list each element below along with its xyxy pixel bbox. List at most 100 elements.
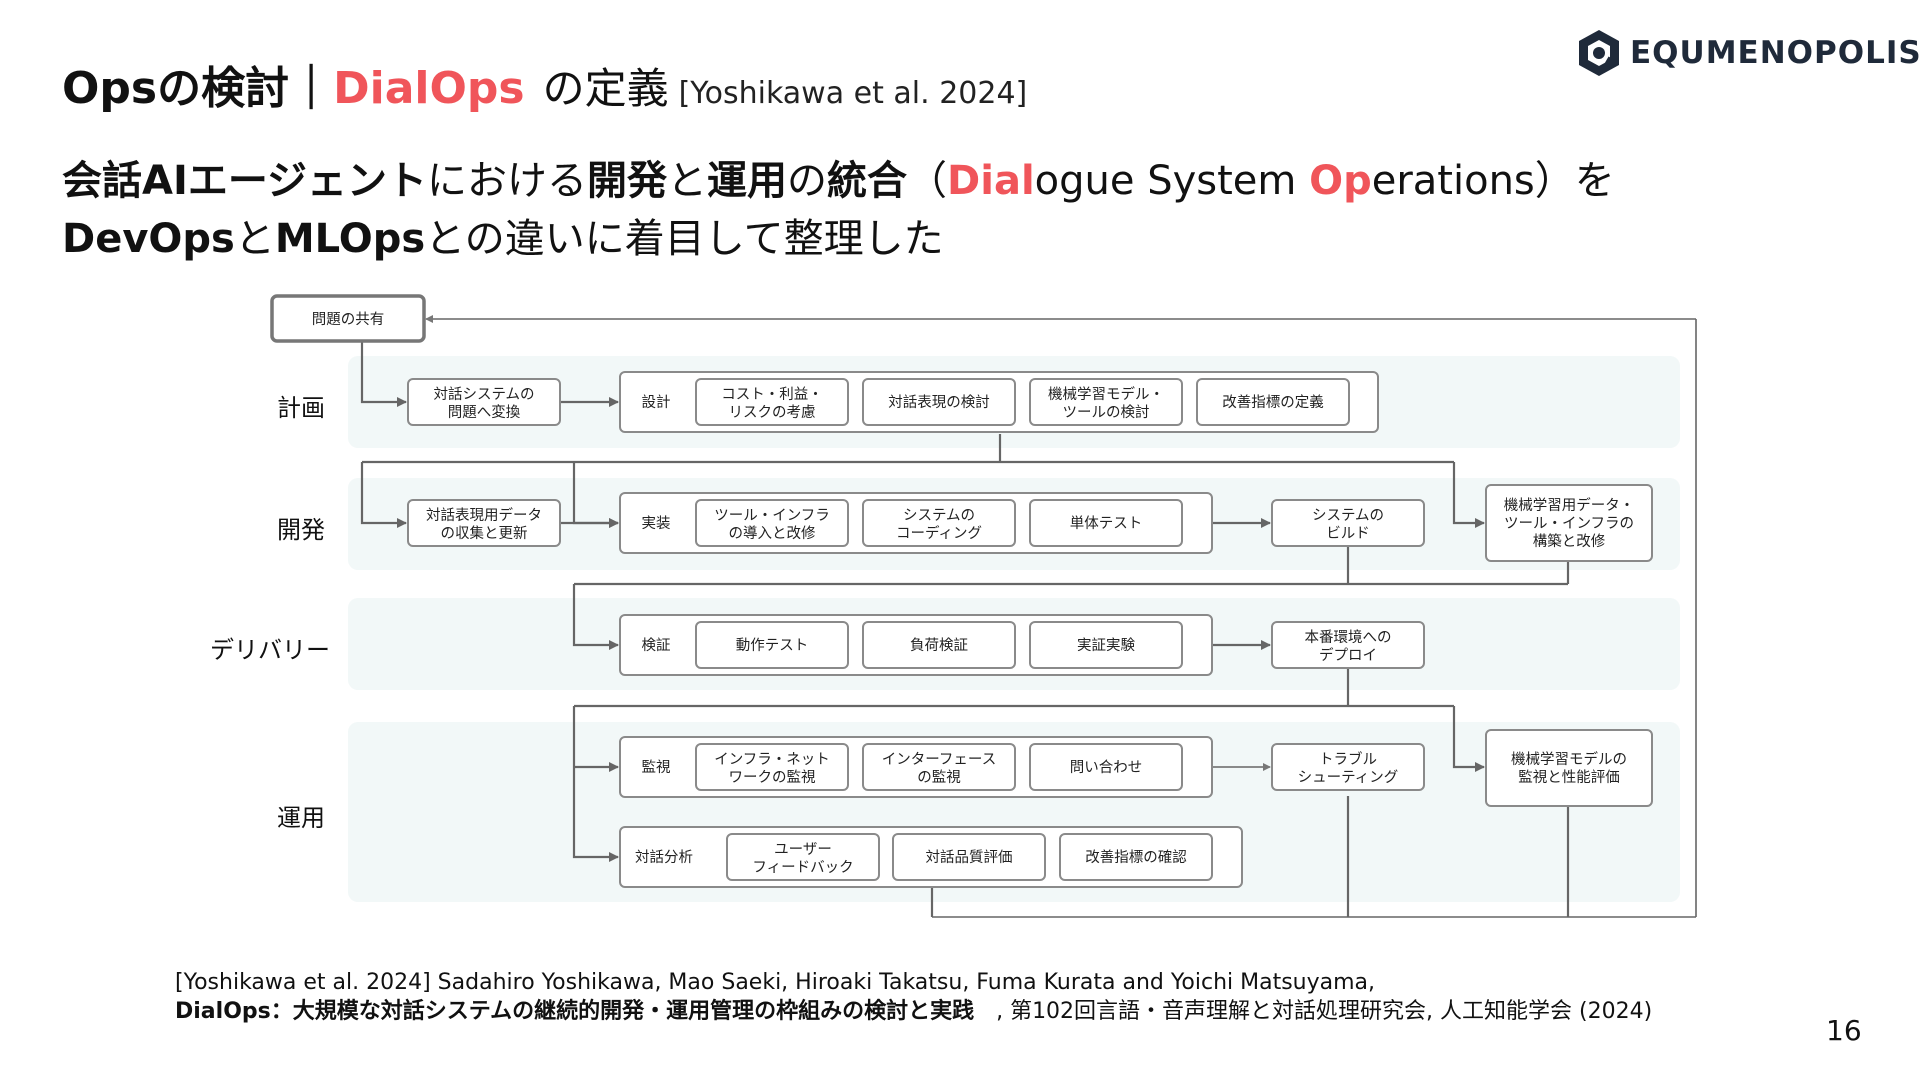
label-feedback: フィードバック: [752, 859, 853, 876]
node-ml-data: [1485, 484, 1653, 562]
label-mlmodel: ツールの検討: [1063, 404, 1150, 421]
sub-text: 運用: [707, 158, 788, 204]
node-collect: [407, 499, 561, 547]
label-mlmodel: 機械学習モデル・: [1048, 385, 1164, 403]
label-collect: の収集と更新: [441, 525, 528, 542]
sub-text: DevOps: [62, 216, 235, 262]
label-if-mon: インターフェース: [882, 751, 996, 768]
node-tool-intro: [695, 499, 849, 547]
label-infra-mon: インフラ・ネット: [714, 751, 830, 768]
label-sys-code: システムの: [903, 508, 975, 524]
sub-text-red: Op: [1309, 158, 1372, 204]
sub-text: の: [787, 158, 828, 204]
label-metric-def: 改善指標の定義: [1222, 394, 1324, 411]
sub-text: 開発: [587, 158, 668, 204]
reference-venue: , 第102回言語・音声理解と対話処理研究会, 人工知能学会 (2024): [974, 999, 1653, 1024]
sub-text: との違いに着目して整理した: [425, 216, 944, 262]
label-feedback: ユーザー: [774, 841, 832, 858]
label-analysis: 対話分析: [635, 849, 693, 866]
subtitle-line-1: 会話AIエージェントにおける開発と運用の統合（Dialogue System O…: [62, 152, 1615, 210]
node-feedback: [726, 833, 880, 881]
sub-text: MLOps: [274, 216, 426, 262]
node-load-test: [862, 621, 1016, 669]
node-sys-code: [862, 499, 1016, 547]
label-op-test: 動作テスト: [736, 637, 809, 654]
label-tool-intro: ツール・インフラ: [714, 508, 830, 524]
label-verify: 検証: [642, 637, 671, 654]
node-quality: [892, 833, 1046, 881]
title-citation: [Yoshikawa et al. 2024]: [678, 76, 1028, 111]
label-unit-test: 単体テスト: [1070, 515, 1143, 532]
node-op-test: [695, 621, 849, 669]
label-convert: 対話システムの: [433, 386, 534, 403]
label-quality: 対話品質評価: [926, 848, 1013, 866]
label-if-mon: の監視: [917, 769, 961, 786]
title-dialops: DialOps: [333, 63, 525, 114]
node-share: [270, 294, 426, 343]
subtitle: 会話AIエージェントにおける開発と運用の統合（Dialogue System O…: [62, 152, 1615, 268]
lane-label-plan: 計画: [277, 394, 325, 422]
label-impl: 実装: [642, 515, 671, 532]
lane-label-delivery: デリバリー: [210, 636, 330, 664]
sub-text: 会話AIエージェント: [62, 158, 428, 204]
node-trouble: [1271, 743, 1425, 791]
label-ml-mon: 機械学習モデルの: [1511, 750, 1627, 768]
label-design: 設計: [642, 394, 671, 411]
node-metric-def: [1196, 378, 1350, 426]
label-monitor: 監視: [642, 759, 671, 776]
sub-text: （: [907, 158, 948, 204]
sub-text: erations: [1371, 158, 1535, 204]
label-convert: 問題へ変換: [448, 404, 521, 421]
node-convert: [407, 378, 561, 426]
reference-line-2: DialOps：大規模な対話システムの継続的開発・運用管理の枠組みの検討と実践 …: [175, 997, 1652, 1026]
node-cost: [695, 378, 849, 426]
slide-title: Opsの検討｜DialOps の定義 [Yoshikawa et al. 2024]: [62, 52, 1027, 116]
node-real-test: [1029, 621, 1183, 669]
label-real-test: 実証実験: [1077, 637, 1135, 654]
lane-label-ops: 運用: [277, 804, 325, 832]
sub-text: と: [667, 158, 708, 204]
reference-paper-title: DialOps：大規模な対話システムの継続的開発・運用管理の枠組みの検討と実践: [175, 999, 975, 1024]
logo-wordmark: EQUMENOPOLIS: [1630, 35, 1920, 71]
label-deploy: 本番環境への: [1305, 628, 1392, 646]
label-ml-data: 機械学習用データ・: [1504, 496, 1635, 514]
title-definition: の定義: [542, 64, 669, 113]
node-metric-check: [1059, 833, 1213, 881]
node-ml-mon: [1485, 729, 1653, 807]
reference: [Yoshikawa et al. 2024] Sadahiro Yoshika…: [175, 968, 1652, 1026]
node-if-mon: [862, 743, 1016, 791]
node-expr: [862, 378, 1016, 426]
label-ml-data: 構築と改修: [1533, 532, 1606, 550]
label-tool-intro: の導入と改修: [729, 525, 816, 542]
label-sys-code: コーディング: [896, 524, 982, 542]
node-inquiry: [1029, 743, 1183, 791]
lane-label-dev: 開発: [277, 516, 325, 544]
node-sys-build: [1271, 499, 1425, 547]
reference-line-1: [Yoshikawa et al. 2024] Sadahiro Yoshika…: [175, 970, 1376, 995]
node-unit-test: [1029, 499, 1183, 547]
label-inquiry: 問い合わせ: [1070, 759, 1143, 776]
label-load-test: 負荷検証: [910, 637, 968, 654]
node-mlmodel: [1029, 378, 1183, 426]
label-infra-mon: ワークの監視: [729, 769, 816, 786]
sub-text-red: Dial: [947, 158, 1035, 204]
label-metric-check: 改善指標の確認: [1085, 849, 1187, 866]
sub-text: 統合: [827, 158, 908, 204]
equmenopolis-logo: EQUMENOPOLIS: [1576, 28, 1920, 78]
label-trouble: トラブル: [1319, 750, 1377, 768]
label-cost: リスクの考慮: [729, 404, 816, 421]
label-sys-build: ビルド: [1326, 525, 1370, 542]
label-deploy: デプロイ: [1319, 646, 1377, 664]
title-main: Opsの検討｜: [62, 63, 334, 114]
node-infra-mon: [695, 743, 849, 791]
sub-text: と: [234, 216, 275, 262]
label-collect: 対話表現用データ: [426, 506, 542, 524]
label-ml-mon: 監視と性能評価: [1518, 769, 1620, 786]
label-expr: 対話表現の検討: [888, 394, 990, 411]
label-trouble: シューティング: [1298, 769, 1399, 786]
node-deploy: [1271, 621, 1425, 669]
sub-text: ）を: [1534, 158, 1615, 204]
equmenopolis-hex-icon: [1579, 30, 1619, 76]
sub-text: における: [427, 158, 588, 204]
